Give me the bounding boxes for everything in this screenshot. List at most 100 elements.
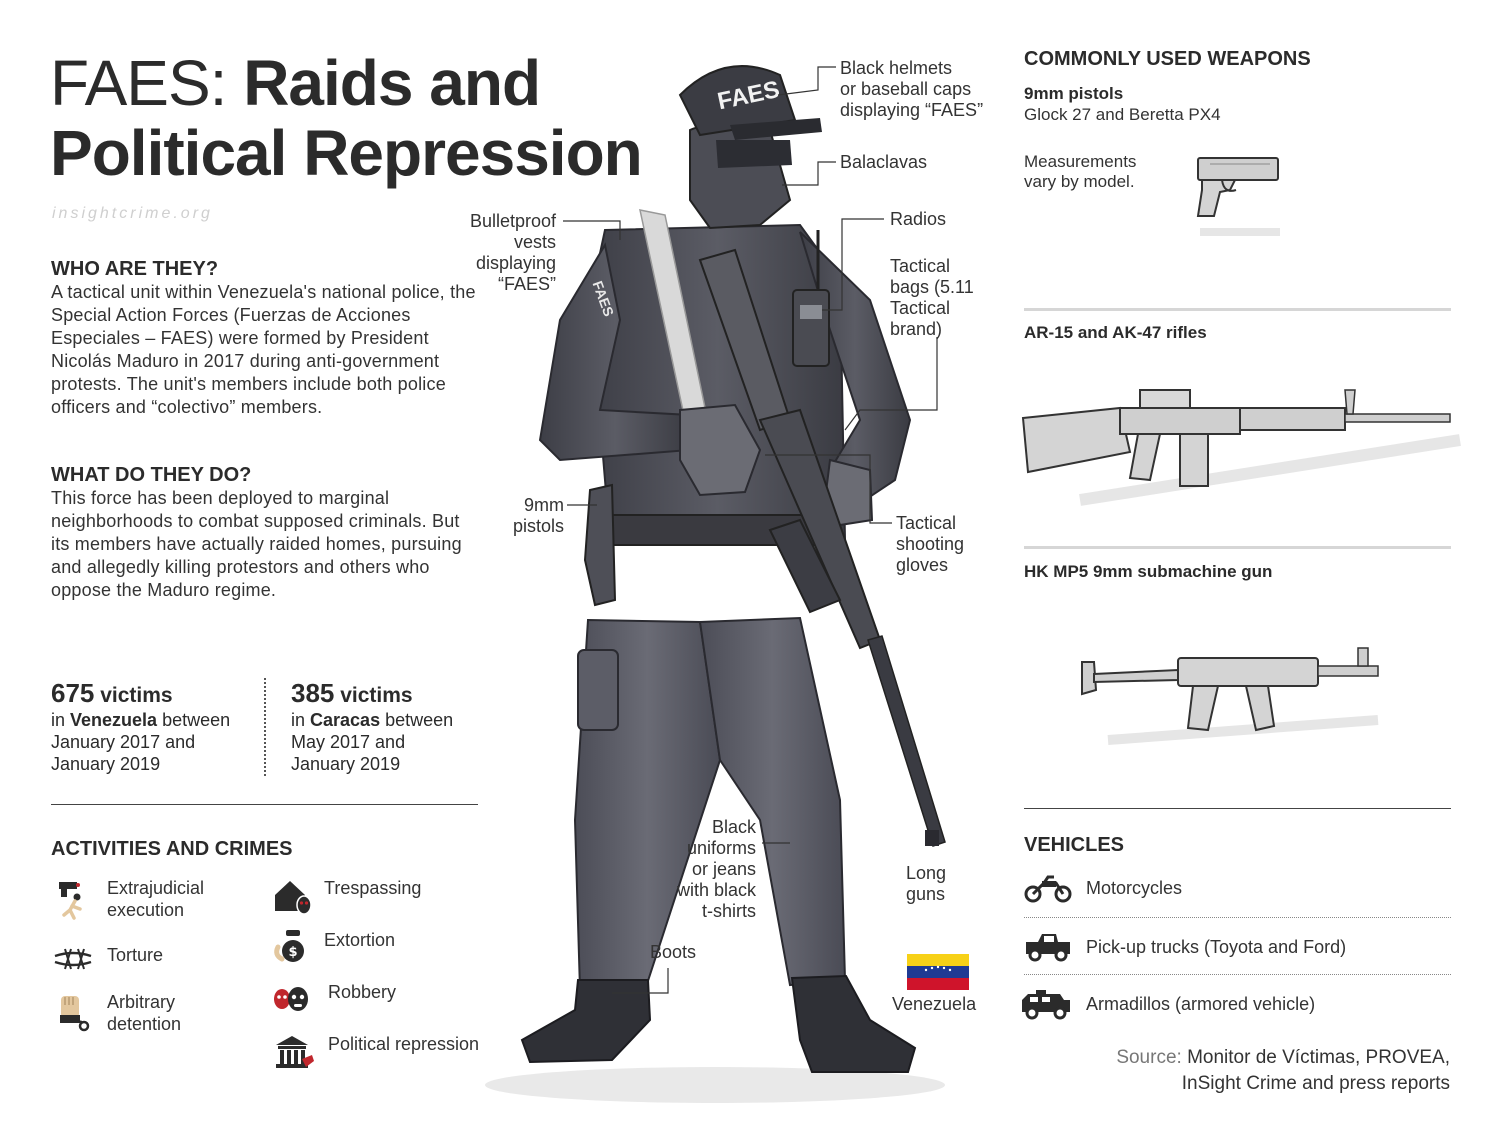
- leader-gloves: [765, 454, 892, 524]
- pistol-image: [1196, 157, 1280, 236]
- smg-title: HK MP5 9mm submachine gun: [1024, 562, 1273, 581]
- label-line: vests: [513, 232, 556, 252]
- cap: [678, 65, 797, 137]
- leader-bags: [844, 337, 938, 431]
- vehicle-pickup: Pick-up trucks (Toyota and Ford): [1024, 932, 1346, 962]
- masked-robbers-icon: [274, 987, 308, 1011]
- what-heading: WHAT DO THEY DO?: [51, 464, 252, 486]
- label-helmets: Black helmets or baseball caps displayin…: [840, 58, 983, 121]
- site-credit: insightcrime.org: [52, 205, 213, 222]
- what-text: This force has been deployed to marginal…: [51, 488, 462, 600]
- stat-caracas: 385 victims in Caracas between May 2017 …: [291, 678, 491, 775]
- motorcycle-icon: [1024, 875, 1072, 903]
- stat-line3: January 2019: [51, 754, 161, 774]
- label-line: pistols: [512, 516, 564, 536]
- title-bold-line2: Political Repression: [50, 117, 643, 189]
- activity-label: Extortion: [324, 930, 396, 950]
- title-light: FAES:: [50, 47, 244, 119]
- activity-label: Robbery: [328, 982, 397, 1002]
- leader-helmet: [777, 66, 836, 96]
- label-line: t-shirts: [702, 901, 756, 921]
- label-line: brand): [890, 319, 943, 339]
- pistol-title: 9mm pistols: [1024, 84, 1124, 103]
- label-line: Black: [711, 817, 756, 837]
- label-bags: Tactical bags (5.11 Tactical brand): [890, 256, 974, 340]
- stat-unit: victims: [94, 684, 173, 707]
- who-text: A tactical unit within Venezuela's natio…: [51, 282, 476, 417]
- activity-label: Political repression: [328, 1034, 480, 1054]
- long-gun: [698, 248, 946, 847]
- title-bold-line1: Raids and: [243, 47, 541, 119]
- activity-trespassing: Trespassing: [272, 877, 421, 917]
- rifle-title: AR-15 and AK-47 rifles: [1024, 323, 1207, 342]
- vehicle-divider: [1024, 974, 1451, 975]
- label-vests: Bulletproof vests displaying “FAES”: [440, 211, 556, 295]
- leader-radios: [822, 218, 884, 311]
- stat-venezuela: 675 victims in Venezuela between January…: [51, 678, 261, 775]
- weapons-heading: COMMONLY USED WEAPONS: [1024, 48, 1311, 70]
- label-venezuela: Venezuela: [892, 994, 977, 1014]
- who-heading: WHO ARE THEY?: [51, 258, 219, 280]
- label-line: Black helmets: [840, 58, 953, 78]
- vehicles-heading: VEHICLES: [1024, 834, 1125, 856]
- stat-line3: January 2019: [291, 754, 401, 774]
- svg-text:$: $: [288, 945, 297, 960]
- label-pistols: 9mm pistols: [480, 495, 564, 537]
- goggles: [716, 140, 792, 168]
- holstered-pistol: [583, 483, 617, 607]
- pistol-subtitle: Glock 27 and Beretta PX4: [1024, 105, 1221, 124]
- gun-victim-icon: [59, 882, 82, 920]
- stat-place: Caracas: [310, 710, 381, 730]
- fist-cuff-icon: [60, 996, 90, 1032]
- vehicle-armadillo: Armadillos (armored vehicle): [1020, 988, 1315, 1020]
- label-boots: Boots: [650, 942, 697, 962]
- label-line: or baseball caps: [840, 79, 972, 99]
- activity-label: Torture: [107, 945, 164, 965]
- stat-post: between: [380, 710, 454, 730]
- stat-pre: in: [291, 710, 311, 730]
- leader-boots: [612, 968, 669, 994]
- label-line: bags (5.11: [890, 277, 974, 297]
- vehicle-label: Motorcycles: [1086, 877, 1183, 898]
- label-long-guns: Long guns: [906, 863, 946, 905]
- activity-label: detention: [107, 1014, 182, 1034]
- source-line2: InSight Crime and press reports: [1181, 1073, 1450, 1094]
- stat-line2: January 2017 and: [51, 732, 196, 752]
- activity-robbery: Robbery: [272, 981, 396, 1017]
- label-line: Tactical: [896, 513, 957, 533]
- activity-label: Trespassing: [324, 878, 422, 898]
- cargo-pocket: [577, 649, 619, 731]
- right-leg: [698, 616, 847, 987]
- pistol-note-line: Measurements: [1024, 152, 1137, 171]
- activities-heading: ACTIVITIES AND CRIMES: [51, 838, 293, 860]
- vehicle-motorcycles: Motorcycles: [1024, 873, 1182, 903]
- label-radios: Radios: [890, 209, 947, 229]
- source-credit: Source: Monitor de Víctimas, PROVEA, InS…: [1060, 1045, 1450, 1097]
- money-bag-icon: $: [274, 930, 304, 962]
- left-boot: [520, 979, 652, 1064]
- label-uniforms: Black uniforms or jeans with black t-shi…: [640, 817, 756, 922]
- activity-label: Extrajudicial: [107, 878, 205, 898]
- ground-shadow: [485, 1067, 945, 1103]
- pistol-note: Measurements vary by model.: [1024, 152, 1136, 192]
- label-line: uniforms: [686, 838, 756, 858]
- stat-number: 675: [51, 678, 95, 708]
- armored-vehicle-icon: [1022, 990, 1070, 1020]
- weapon-divider: [1024, 308, 1451, 311]
- label-gloves: Tactical shooting gloves: [896, 513, 964, 576]
- label-line: Bulletproof: [469, 211, 556, 231]
- label-line: 9mm: [524, 495, 564, 515]
- label-balaclavas: Balaclavas: [840, 152, 928, 172]
- activity-torture: Torture: [51, 944, 163, 974]
- source-line1: Monitor de Víctimas, PROVEA,: [1187, 1047, 1450, 1068]
- smg-image: [1081, 647, 1379, 745]
- vehicle-label: Armadillos (armored vehicle): [1086, 993, 1316, 1014]
- label-line: displaying: [475, 253, 556, 273]
- stat-unit: victims: [334, 684, 413, 707]
- house-masked-icon: [275, 881, 312, 915]
- stat-place: Venezuela: [70, 710, 158, 730]
- source-prefix: Source:: [1116, 1047, 1188, 1068]
- leader-vests: [563, 220, 621, 240]
